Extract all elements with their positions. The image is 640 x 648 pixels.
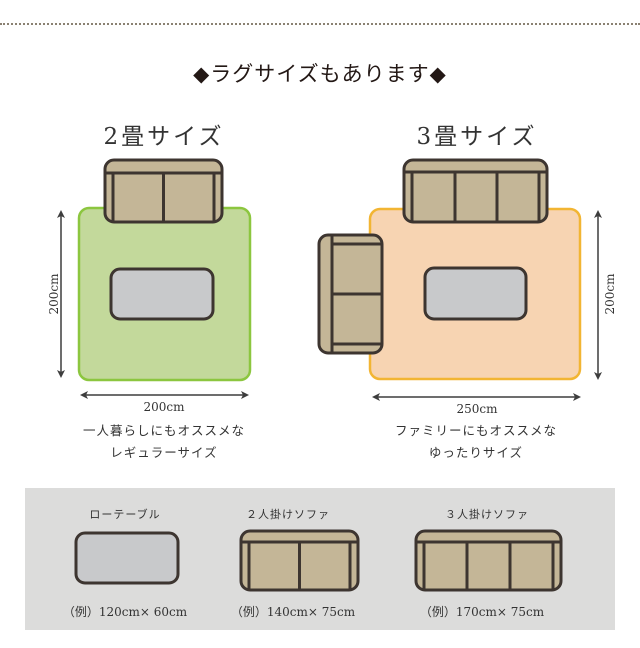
low-table-icon bbox=[109, 267, 215, 321]
legend-label-three-seat-sofa: ３人掛けソファ bbox=[445, 508, 529, 521]
rug-3jo-diagram bbox=[317, 158, 602, 401]
dotted-divider bbox=[0, 23, 640, 25]
rug-title-2jo: 2畳サイズ bbox=[103, 124, 225, 150]
rug-2jo-width-label: 200cm bbox=[143, 400, 185, 414]
rug-2jo-diagram bbox=[57, 158, 252, 399]
rug-2jo-desc-line2: レギュラーサイズ bbox=[110, 445, 218, 460]
legend-label-low-table: ローテーブル bbox=[89, 508, 161, 521]
three-seat-sofa-icon bbox=[402, 158, 549, 224]
rug-3jo-desc-line1: ファミリーにもオススメな bbox=[394, 423, 557, 438]
side-two-seat-sofa-icon bbox=[317, 233, 384, 355]
legend-example-three-seat-sofa: （例）170cm× 75cm bbox=[419, 605, 545, 619]
legend-example-low-table: （例）120cm× 60cm bbox=[62, 605, 188, 619]
rug-3jo-width-label: 250cm bbox=[456, 402, 498, 416]
legend-example-two-seat-sofa: （例）140cm× 75cm bbox=[230, 605, 356, 619]
rug-3jo-desc-line2: ゆったりサイズ bbox=[428, 445, 524, 460]
legend-three-seat-sofa-icon bbox=[414, 529, 563, 592]
section-heading: ◆ラグサイズもあります◆ bbox=[193, 62, 447, 86]
rug-2jo-desc-line1: 一人暮らしにもオススメな bbox=[82, 423, 245, 438]
legend-two-seat-sofa-icon bbox=[239, 529, 360, 592]
two-seat-sofa-icon bbox=[103, 158, 224, 224]
legend-low-table-icon bbox=[74, 531, 180, 585]
low-table-icon-3jo bbox=[423, 266, 528, 321]
rug-3jo-desc: ファミリーにもオススメな ゆったりサイズ bbox=[356, 420, 596, 464]
rug-title-3jo: 3畳サイズ bbox=[416, 124, 538, 150]
legend-label-two-seat-sofa: ２人掛けソファ bbox=[246, 508, 330, 521]
rug-2jo-desc: 一人暮らしにもオススメな レギュラーサイズ bbox=[44, 420, 284, 464]
